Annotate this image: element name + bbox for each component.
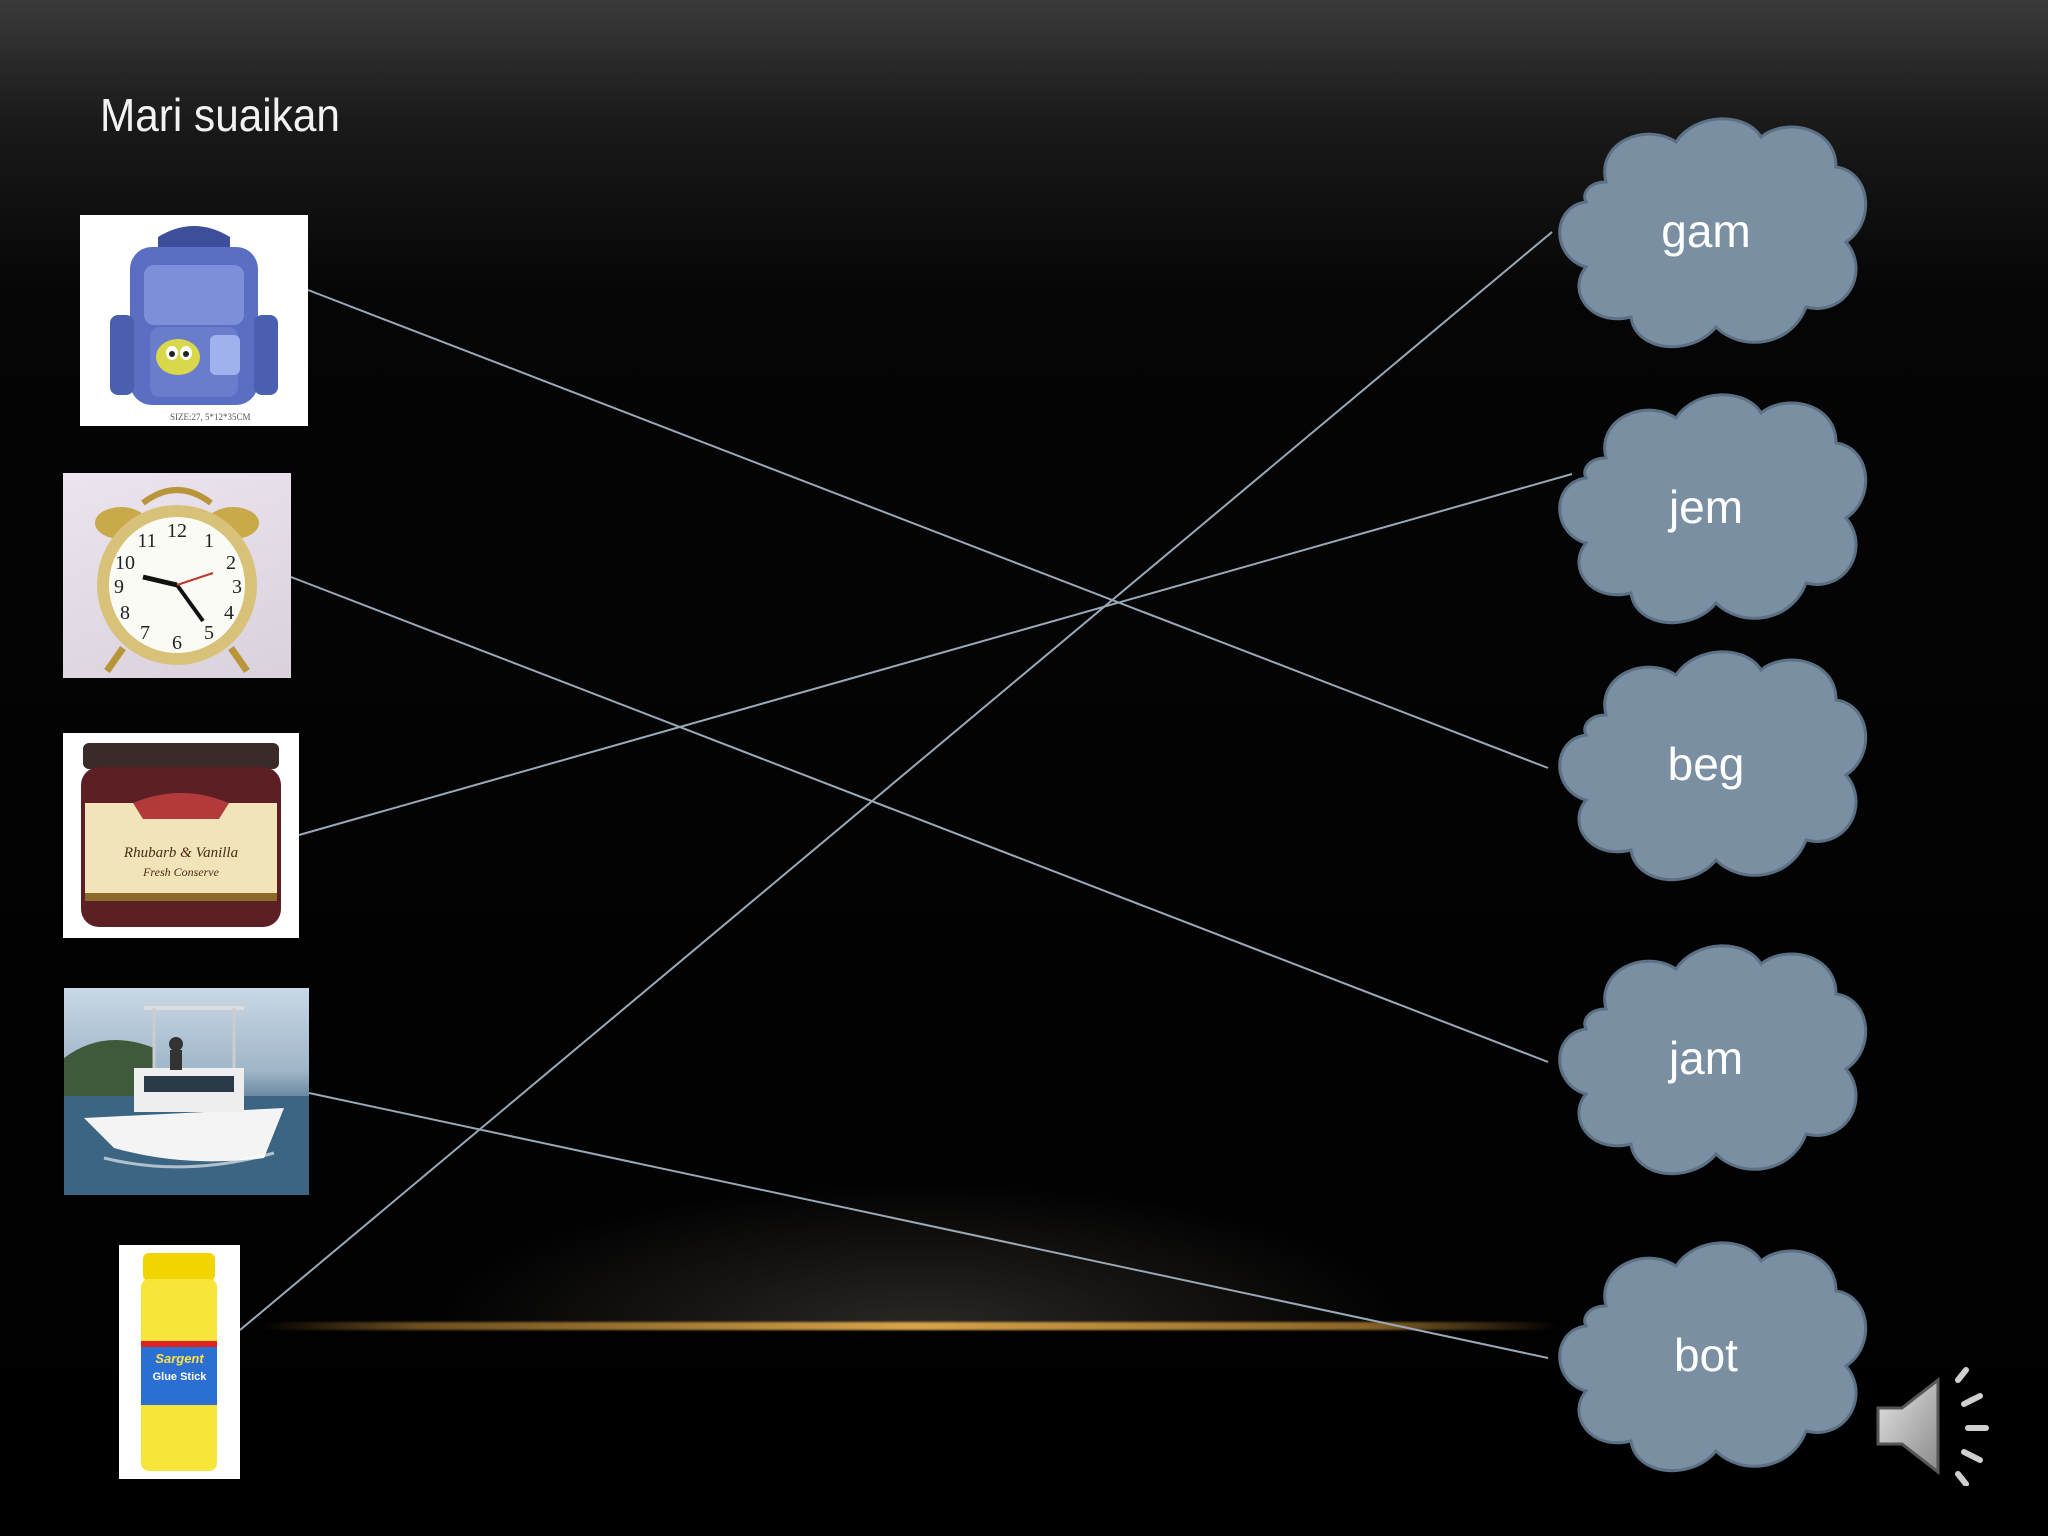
glue-stick-picture[interactable]: Sargent Glue Stick <box>119 1245 240 1479</box>
cloud-beg[interactable]: beg <box>1536 645 1876 895</box>
cloud-gam[interactable]: gam <box>1536 112 1876 362</box>
match-line-glue-gam <box>239 231 1553 1331</box>
svg-text:12: 12 <box>167 520 187 542</box>
gold-glow-line <box>260 1322 1560 1330</box>
svg-text:5: 5 <box>204 622 214 644</box>
match-line-backpack-beg <box>307 289 1549 769</box>
word-jam: jam <box>1668 1032 1744 1084</box>
jam-jar-picture[interactable]: Rhubarb & Vanilla Fresh Conserve <box>63 733 299 938</box>
backpack-caption: SIZE:27, 5*12*35CM <box>170 412 251 422</box>
svg-text:6: 6 <box>172 632 182 654</box>
match-line-clock-jam <box>290 576 1549 1063</box>
svg-text:8: 8 <box>120 602 130 624</box>
word-beg: beg <box>1667 738 1745 790</box>
jar-label-line-2: Fresh Conserve <box>143 865 219 879</box>
glue-product: Glue Stick <box>152 1371 207 1383</box>
svg-text:2: 2 <box>226 552 236 574</box>
svg-text:10: 10 <box>115 552 135 574</box>
word-bot: bot <box>1674 1329 1738 1381</box>
svg-text:7: 7 <box>140 622 150 644</box>
match-line-boat-bot <box>308 1092 1549 1359</box>
match-line-jar-jem <box>298 473 1573 836</box>
cloud-bot[interactable]: bot <box>1536 1236 1876 1486</box>
cloud-jem[interactable]: jem <box>1536 388 1876 638</box>
boat-picture[interactable] <box>64 988 309 1195</box>
svg-text:9: 9 <box>114 576 124 598</box>
svg-text:1: 1 <box>204 530 214 552</box>
glue-brand: Sargent <box>155 1351 204 1366</box>
floor-haze <box>420 1180 1420 1330</box>
word-jem: jem <box>1668 481 1744 533</box>
backpack-picture[interactable]: SIZE:27, 5*12*35CM <box>80 215 308 426</box>
jar-label-line-1: Rhubarb & Vanilla <box>123 845 239 861</box>
speaker-icon[interactable] <box>1872 1366 2012 1487</box>
svg-text:11: 11 <box>137 530 156 552</box>
slide-title: Mari suaikan <box>100 89 340 141</box>
cloud-jam[interactable]: jam <box>1536 939 1876 1189</box>
word-gam: gam <box>1661 205 1751 257</box>
svg-text:3: 3 <box>232 576 242 598</box>
svg-text:4: 4 <box>224 602 234 624</box>
